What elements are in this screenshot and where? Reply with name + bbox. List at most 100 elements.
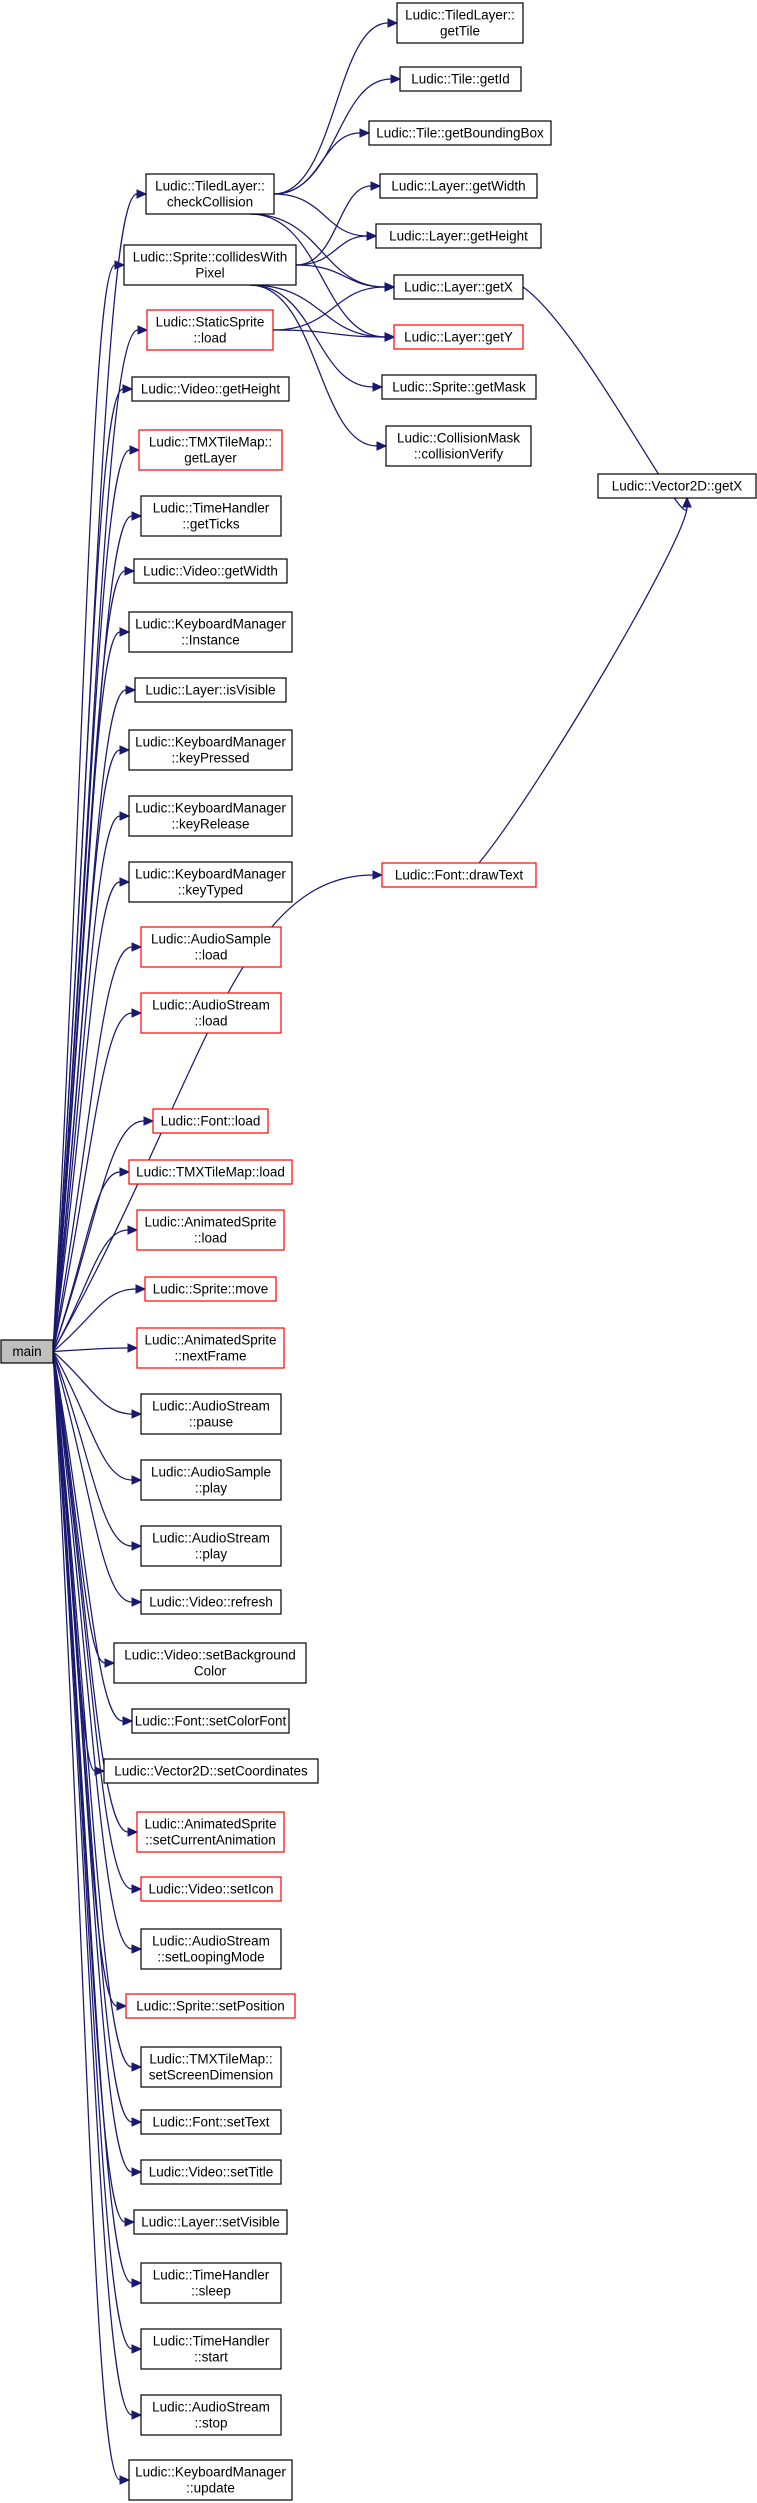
node-anim-nextframe[interactable]: Ludic::AnimatedSprite::nextFrame xyxy=(136,1327,285,1369)
edge-tl_check-to-layer_getheight xyxy=(273,193,378,241)
node-astream-setloop[interactable]: Ludic::AudioStream::setLoopingMode xyxy=(140,1928,282,1970)
node-astream-pause[interactable]: Ludic::AudioStream::pause xyxy=(140,1393,282,1435)
edge-main-to-time_sleep xyxy=(52,1351,143,2288)
node-layer-isvisible[interactable]: Ludic::Layer::isVisible xyxy=(134,677,287,703)
node-layer-gety[interactable]: Ludic::Layer::getY xyxy=(393,324,524,350)
node-video-getheight[interactable]: Ludic::Video::getHeight xyxy=(131,376,290,402)
node-astream-play[interactable]: Ludic::AudioStream::play xyxy=(140,1525,282,1567)
arrowhead xyxy=(119,877,131,887)
node-label-line: Ludic::AudioStream xyxy=(152,1399,270,1414)
node-label-line: Ludic::AudioSample xyxy=(151,1465,271,1480)
arrowhead xyxy=(372,870,384,880)
edge-main-to-kb_instance xyxy=(52,627,131,1352)
arrowhead xyxy=(387,18,399,28)
edge-main-to-kb_keyrelease xyxy=(52,811,131,1352)
node-layer-getheight[interactable]: Ludic::Layer::getHeight xyxy=(375,223,542,249)
node-label-line: Ludic::TMXTileMap:: xyxy=(149,2052,272,2067)
edge-line xyxy=(52,1229,129,1352)
node-box xyxy=(140,2046,282,2088)
node-tmx-load[interactable]: Ludic::TMXTileMap::load xyxy=(128,1159,293,1185)
edge-line xyxy=(52,1351,133,2350)
node-label-line: Ludic::TimeHandler xyxy=(153,2334,270,2349)
node-mask-verify[interactable]: Ludic::CollisionMask::collisionVerify xyxy=(385,425,532,467)
node-asample-play[interactable]: Ludic::AudioSample::play xyxy=(140,1459,282,1501)
node-anim-load[interactable]: Ludic::AnimatedSprite::load xyxy=(136,1209,285,1251)
node-box xyxy=(140,926,282,968)
node-kb-keyrelease[interactable]: Ludic::KeyboardManager::keyRelease xyxy=(128,795,293,837)
node-tile-getbb[interactable]: Ludic::Tile::getBoundingBox xyxy=(368,120,552,146)
node-box xyxy=(140,1459,282,1501)
node-asample-load[interactable]: Ludic::AudioSample::load xyxy=(140,926,282,968)
node-label-line: ::sleep xyxy=(191,2284,231,2299)
node-label-line: Ludic::Video::setTitle xyxy=(149,2165,274,2180)
node-time-start[interactable]: Ludic::TimeHandler::start xyxy=(140,2328,282,2370)
edge-main-to-astream_play xyxy=(52,1351,143,1551)
arrowhead xyxy=(131,1541,143,1551)
node-box xyxy=(140,992,282,1034)
node-astream-stop[interactable]: Ludic::AudioStream::stop xyxy=(140,2394,282,2436)
node-label-line: checkCollision xyxy=(167,195,253,210)
node-tl-check[interactable]: Ludic::TiledLayer::checkCollision xyxy=(145,173,275,215)
node-video-seticon[interactable]: Ludic::Video::setIcon xyxy=(140,1876,282,1902)
arrowhead xyxy=(124,2217,136,2227)
node-time-sleep[interactable]: Ludic::TimeHandler::sleep xyxy=(140,2262,282,2304)
node-kb-update[interactable]: Ludic::KeyboardManager::update xyxy=(128,2459,293,2501)
node-box xyxy=(140,1525,282,1567)
node-kb-keytyped[interactable]: Ludic::KeyboardManager::keyTyped xyxy=(128,861,293,903)
node-layer-getwidth[interactable]: Ludic::Layer::getWidth xyxy=(379,173,538,199)
node-time-getticks[interactable]: Ludic::TimeHandler::getTicks xyxy=(140,495,282,537)
node-label-line: ::getTicks xyxy=(182,517,240,532)
node-astream-load[interactable]: Ludic::AudioStream::load xyxy=(140,992,282,1034)
node-box xyxy=(123,244,297,286)
node-label-line: Ludic::Layer::setVisible xyxy=(141,2215,280,2230)
node-tmx-setscreen[interactable]: Ludic::TMXTileMap::setScreenDimension xyxy=(140,2046,282,2088)
node-label-line: Ludic::TiledLayer:: xyxy=(405,8,515,23)
node-font-drawtext[interactable]: Ludic::Font::drawText xyxy=(381,862,537,888)
edge-line xyxy=(478,506,688,864)
node-layer-setvisible[interactable]: Ludic::Layer::setVisible xyxy=(133,2209,288,2235)
node-tile-getid[interactable]: Ludic::Tile::getId xyxy=(399,66,522,92)
node-box xyxy=(136,1209,285,1251)
edge-line xyxy=(52,1351,133,1950)
node-font-setcolor[interactable]: Ludic::Font::setColorFont xyxy=(131,1708,290,1734)
edge-line xyxy=(273,132,361,195)
edge-line xyxy=(52,1351,133,2416)
arrowhead xyxy=(131,2278,143,2288)
node-video-refresh[interactable]: Ludic::Video::refresh xyxy=(140,1589,282,1615)
node-kb-instance[interactable]: Ludic::KeyboardManager::Instance xyxy=(128,611,293,653)
arrowhead xyxy=(131,1944,143,1954)
node-tl-gettile[interactable]: Ludic::TiledLayer::getTile xyxy=(396,2,524,44)
node-static-load[interactable]: Ludic::StaticSprite::load xyxy=(146,309,274,351)
node-box xyxy=(144,1276,277,1302)
node-video-getwidth[interactable]: Ludic::Video::getWidth xyxy=(133,558,288,584)
node-v2d-setcoords[interactable]: Ludic::Vector2D::setCoordinates xyxy=(103,1758,319,1784)
edge-line xyxy=(249,284,378,447)
node-box xyxy=(140,1589,282,1615)
edge-main-to-asample_load xyxy=(52,942,143,1352)
edge-line xyxy=(52,1351,124,1722)
arrowhead xyxy=(131,2062,143,2072)
node-box xyxy=(0,1339,54,1364)
edge-main-to-anim_nextframe xyxy=(52,1343,139,1353)
node-sprite-setpos[interactable]: Ludic::Sprite::setPosition xyxy=(125,1993,296,2019)
node-box xyxy=(138,429,283,471)
node-tmx-getlayer[interactable]: Ludic::TMXTileMap::getLayer xyxy=(138,429,283,471)
edge-main-to-tmx_getlayer xyxy=(52,445,141,1352)
arrowhead xyxy=(376,441,388,451)
arrowhead xyxy=(131,511,143,521)
node-font-load[interactable]: Ludic::Font::load xyxy=(152,1108,269,1134)
node-video-settitle[interactable]: Ludic::Video::setTitle xyxy=(140,2159,282,2185)
node-kb-keypressed[interactable]: Ludic::KeyboardManager::keyPressed xyxy=(128,729,293,771)
edge-main-to-kb_keypressed xyxy=(52,745,131,1352)
node-layer-getx[interactable]: Ludic::Layer::getX xyxy=(393,274,524,300)
node-sprite-move[interactable]: Ludic::Sprite::move xyxy=(144,1276,277,1302)
node-sprite-getmask[interactable]: Ludic::Sprite::getMask xyxy=(381,374,537,400)
node-v2d-getx[interactable]: Ludic::Vector2D::getX xyxy=(597,473,757,499)
node-label-line: Ludic::AudioStream xyxy=(152,998,270,1013)
node-font-settext[interactable]: Ludic::Font::setText xyxy=(140,2109,282,2135)
edge-line xyxy=(52,1351,133,2123)
node-box xyxy=(393,274,524,300)
node-anim-setcurrent[interactable]: Ludic::AnimatedSprite::setCurrentAnimati… xyxy=(136,1811,285,1853)
